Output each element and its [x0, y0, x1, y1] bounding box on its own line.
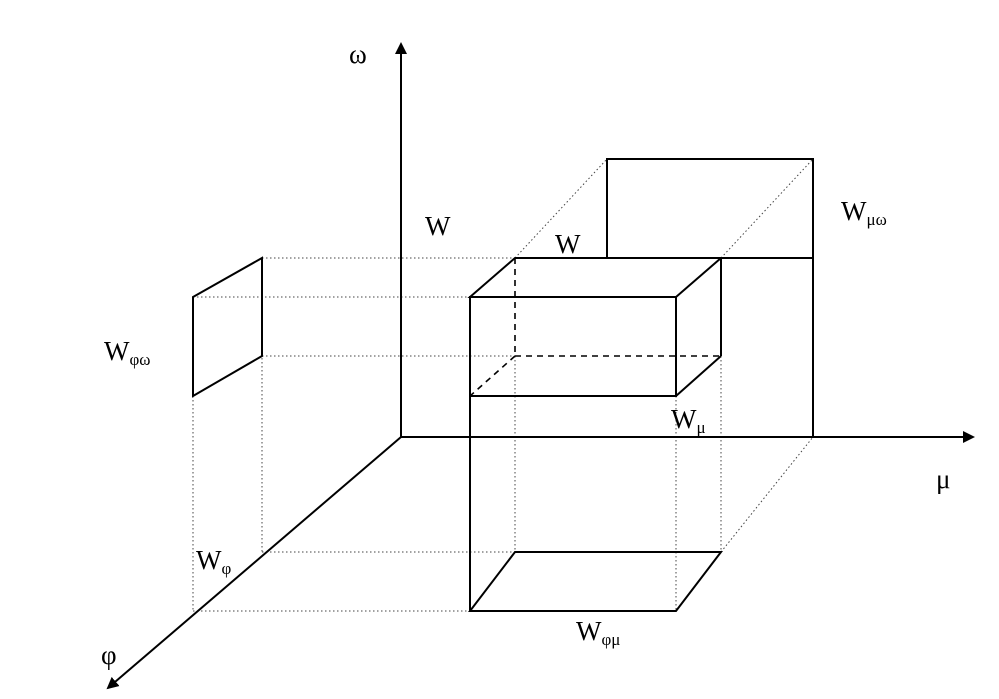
w-mu-label: Wμ: [671, 404, 706, 437]
w-cube-label: W: [555, 229, 581, 259]
w-phi-mu-rect: [467, 551, 724, 612]
w-mu-omega-label: Wμω: [841, 196, 887, 229]
w-phi-omega-rect: [192, 256, 263, 398]
axes: [106, 42, 975, 690]
w-top-label: W: [425, 211, 451, 241]
w-phi-mu-label: Wφμ: [576, 616, 620, 649]
w-phi-omega-label: Wφω: [104, 336, 151, 369]
w-mu-omega-rect: [606, 158, 814, 437]
omega-axis-label: ω: [349, 39, 367, 69]
phi-axis-label: φ: [101, 640, 117, 670]
phi-axis: [106, 436, 402, 690]
projection-lines: [192, 158, 814, 612]
mu-axis-label: μ: [936, 464, 950, 494]
w-cube: [467, 257, 724, 397]
w-phi-label: Wφ: [196, 545, 231, 578]
